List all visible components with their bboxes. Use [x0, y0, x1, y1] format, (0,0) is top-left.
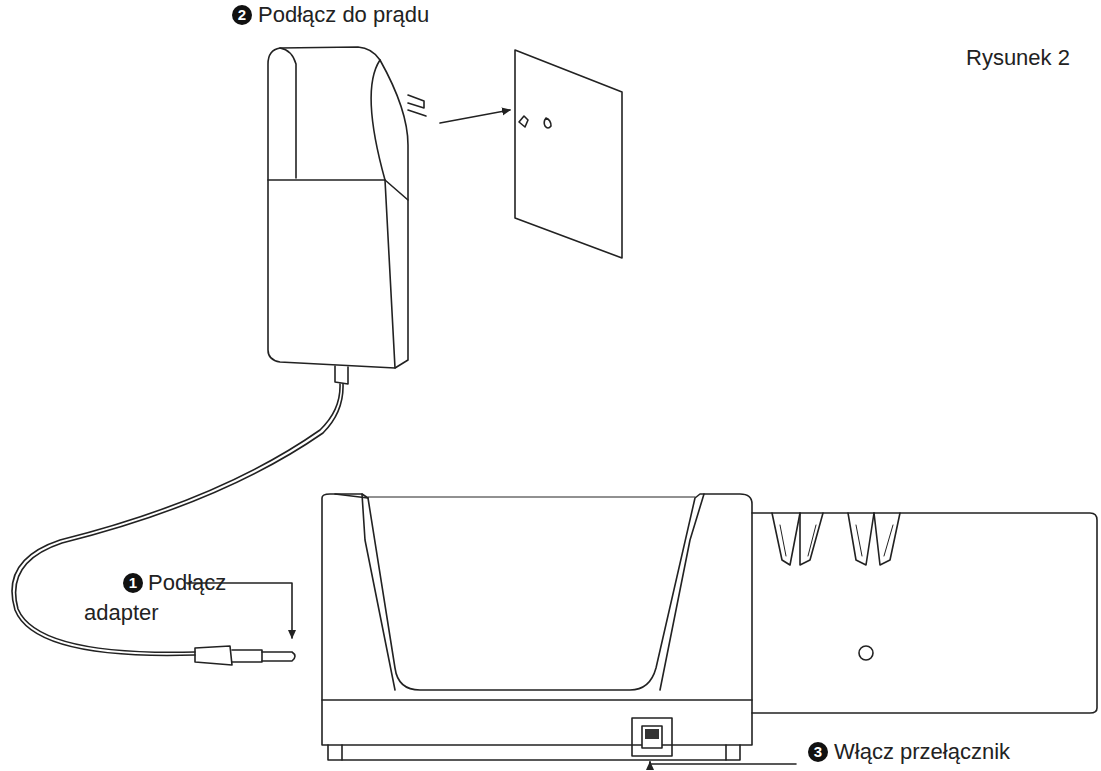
leader-arrow: [649, 762, 651, 764]
callout-circle: [123, 573, 143, 593]
callout-number: 2: [232, 7, 252, 24]
power-switch: [632, 718, 672, 756]
leader-line: [650, 762, 796, 764]
callout-circle: [808, 742, 828, 762]
power-adapter: [268, 47, 510, 384]
callout-circle: [232, 5, 252, 25]
knife-sharpener: [322, 494, 1097, 760]
callout-number: 3: [808, 744, 828, 761]
instruction-text: Podłącz do prądu: [258, 3, 429, 27]
instruction-text: adapter: [84, 601, 159, 625]
figure-label: Rysunek 2: [966, 46, 1070, 70]
callout-number: 1: [123, 575, 143, 592]
instruction-text: Włącz przełącznik: [834, 740, 1010, 764]
wall-socket: [515, 50, 622, 258]
adapter-cable: [12, 384, 343, 665]
instruction-text: Podłącz: [148, 571, 226, 595]
